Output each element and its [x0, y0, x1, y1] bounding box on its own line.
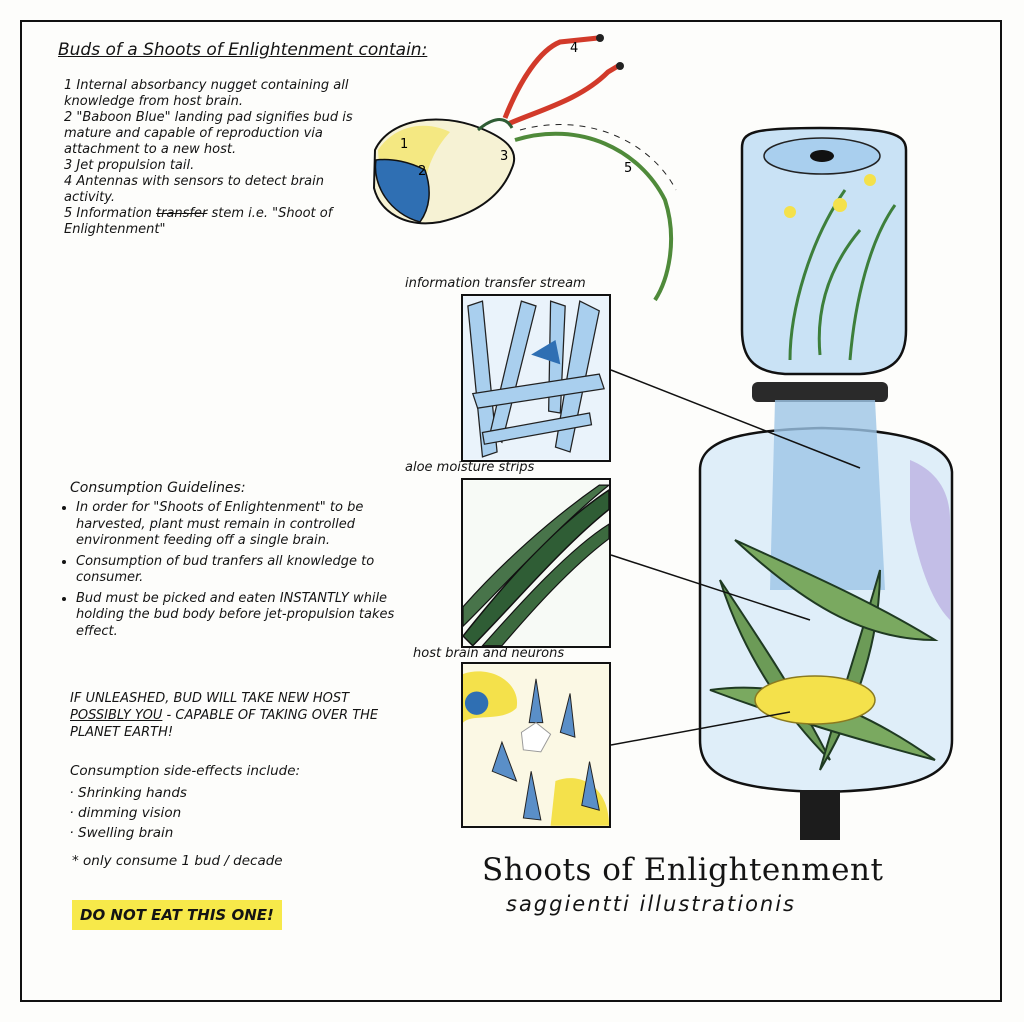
aloe-leaf	[734, 539, 939, 642]
information-stem	[514, 131, 674, 302]
buds-title: Buds of a Shoots of Enlightenment contai…	[58, 40, 428, 60]
buds-item-3: 3 Jet propulsion tail.	[64, 158, 195, 173]
buds-item-2: 2 "Baboon Blue" landing pad signifies bu…	[64, 110, 353, 157]
buds-item-5-struck: transfer	[156, 206, 208, 221]
baboon-blue-pad	[374, 158, 430, 223]
artist-signature: saggientti illustrationis	[506, 892, 797, 916]
panel-label-stream: information transfer stream	[405, 276, 586, 291]
dosage-note: * only consume 1 bud / decade	[72, 853, 283, 869]
page-frame	[20, 20, 1002, 1002]
stream-detail-art	[463, 296, 609, 460]
side-effect-item: Swelling brain	[78, 823, 187, 843]
warning-part-a: IF UNLEASHED, BUD WILL TAKE NEW HOST	[70, 691, 350, 706]
guidelines-heading: Consumption Guidelines:	[70, 480, 246, 496]
jar-stand	[800, 790, 840, 840]
bud-number-2: 2	[418, 164, 426, 179]
panel-host-brain	[461, 662, 611, 828]
host-brain	[754, 675, 876, 725]
brain-detail-art	[463, 664, 609, 826]
buds-item-5: 5 Information transfer stem i.e. "Shoot …	[64, 206, 364, 238]
antenna-bottom	[506, 63, 620, 127]
do-not-eat-banner: DO NOT EAT THIS ONE!	[72, 900, 282, 930]
side-effect-item: Shrinking hands	[78, 783, 187, 803]
guideline-item: In order for "Shoots of Enlightenment" t…	[76, 500, 416, 550]
takeover-warning: IF UNLEASHED, BUD WILL TAKE NEW HOST POS…	[70, 690, 410, 741]
guideline-item: Consumption of bud tranfers all knowledg…	[76, 554, 416, 587]
panel-label-aloe: aloe moisture strips	[405, 460, 535, 475]
bud-number-1: 1	[400, 137, 408, 152]
bud-number-4: 4	[570, 41, 578, 56]
antenna-top	[502, 35, 599, 119]
buds-item-5-b: stem i.e. "Shoot of Enlightenment"	[64, 206, 333, 237]
side-effect-item: dimming vision	[78, 803, 187, 823]
buds-item-1: 1 Internal absorbancy nugget containing …	[64, 78, 349, 109]
panel-label-brain: host brain and neurons	[413, 646, 565, 661]
connector-stream	[610, 369, 861, 469]
panel-aloe-strips	[461, 478, 611, 648]
jar-collar	[752, 382, 888, 402]
bud-number-5: 5	[624, 161, 632, 176]
guideline-item: Bud must be picked and eaten INSTANTLY w…	[76, 591, 416, 641]
buds-item-4: 4 Antennas with sensors to detect brain …	[64, 174, 324, 205]
buds-item-5-a: 5 Information	[64, 206, 157, 221]
connector-brain	[610, 711, 791, 746]
side-effects-list: Shrinking hands dimming vision Swelling …	[66, 783, 187, 843]
side-effects-heading: Consumption side-effects include:	[70, 763, 301, 779]
warning-part-b: - CAPABLE OF TAKING OVER THE PLANET EART…	[70, 708, 379, 740]
buds-list: 1 Internal absorbancy nugget containing …	[64, 78, 364, 238]
aloe-detail-art	[463, 480, 609, 646]
connector-aloe	[610, 554, 811, 621]
guidelines-list: In order for "Shoots of Enlightenment" t…	[60, 500, 416, 644]
warning-underlined: POSSIBLY YOU	[70, 708, 163, 723]
panel-information-stream	[461, 294, 611, 462]
bud-number-3: 3	[500, 149, 508, 164]
upper-bottle	[740, 126, 908, 376]
artwork-title: Shoots of Enlightenment	[482, 852, 884, 888]
